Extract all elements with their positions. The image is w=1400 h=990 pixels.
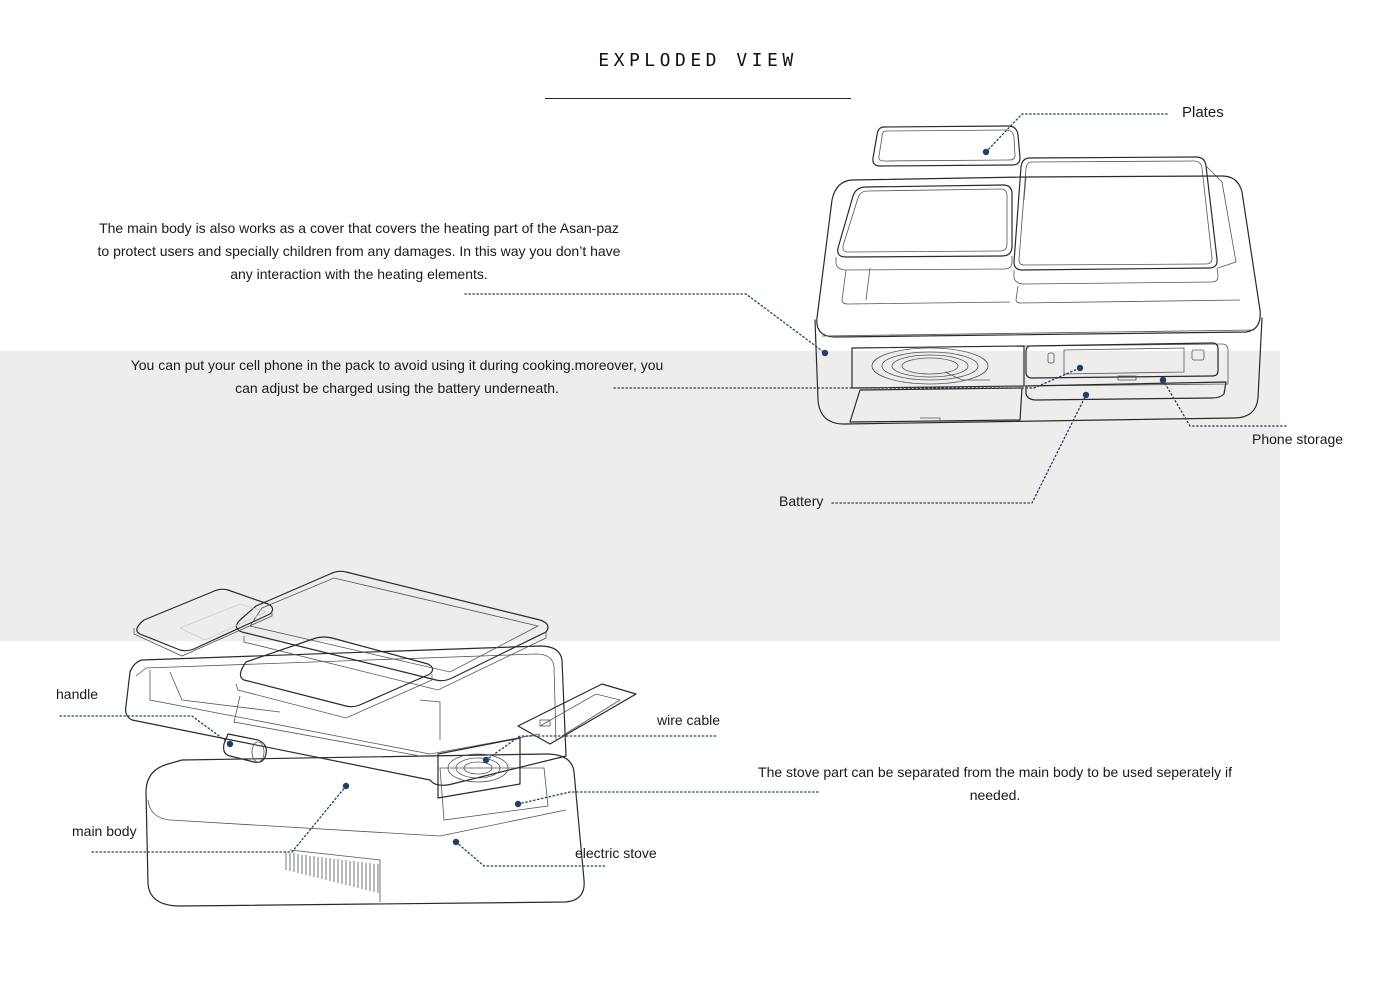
label-handle: handle (56, 686, 99, 702)
bottom-small-plate (133, 588, 274, 657)
leader-wire-cable (485, 735, 719, 761)
leader-lines (59, 113, 1289, 867)
bottom-middle-plate (235, 636, 434, 719)
leader-main-body-desc (464, 293, 826, 354)
leader-plates (985, 113, 1169, 153)
top-main-body (814, 175, 1263, 425)
bottom-big-lid (235, 570, 549, 691)
page-title: EXPLODED VIEW (598, 50, 798, 71)
bottom-electric-stove (145, 753, 585, 907)
phone-pack-description: You can put your cell phone in the pack … (130, 357, 664, 396)
top-small-plate (872, 125, 1021, 167)
title-underline (545, 98, 851, 99)
label-battery: Battery (779, 493, 824, 509)
leader-electric-stove (455, 841, 607, 867)
top-right-plate (1013, 156, 1237, 285)
label-wire-cable: wire cable (657, 712, 721, 728)
stove-vent-grill (285, 852, 379, 893)
label-main-body: main body (72, 823, 137, 839)
leader-handle (59, 715, 231, 745)
leader-main-body (91, 785, 347, 853)
stove-separate-description: The stove part can be separated from the… (758, 764, 1232, 803)
label-phone-storage: Phone storage (1252, 431, 1344, 447)
leader-stove-separate (517, 791, 821, 805)
leader-phone-storage (1162, 379, 1289, 427)
label-electric-stove: electric stove (575, 845, 657, 861)
main-body-cover-description: The main body is also works as a cover t… (97, 220, 621, 282)
top-device-illustration (814, 125, 1263, 425)
top-left-plate (835, 184, 1013, 271)
bottom-device-illustration (125, 570, 637, 907)
label-plates: Plates (1182, 104, 1224, 121)
leader-battery (831, 394, 1087, 504)
bottom-main-body (125, 645, 637, 799)
leader-phone-pack (613, 367, 1081, 389)
